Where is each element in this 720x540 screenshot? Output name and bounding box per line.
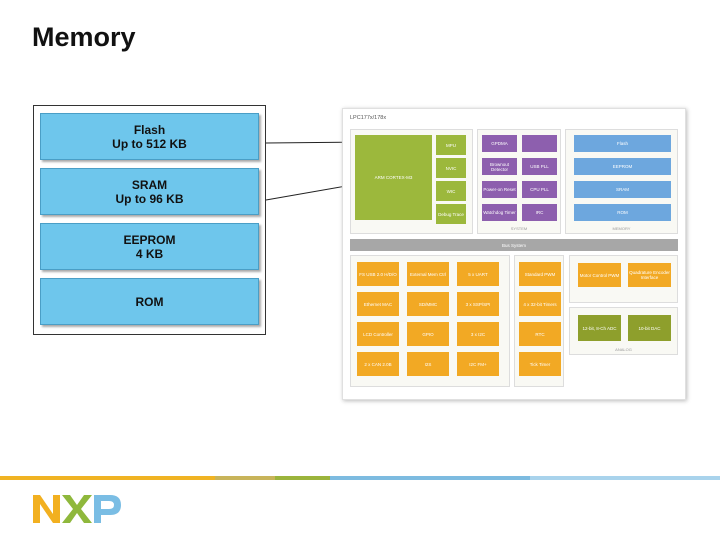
tick-timer-block: Tick Timer	[519, 352, 561, 376]
control-group: Motor Control PWM Quadrature Encoder Int…	[569, 255, 678, 303]
dac-block: 10-bit DAC	[628, 315, 671, 341]
sdmmc-block: SD/MMC	[407, 292, 449, 316]
system-block-1	[522, 135, 557, 152]
emc-block: External Mem Ctrl	[407, 262, 449, 286]
footer-stripe	[0, 476, 720, 480]
system-caption: SYSTEM	[510, 226, 528, 231]
stripe-segment-3	[275, 476, 330, 480]
flash-mini: Flash	[574, 135, 671, 152]
nxp-logo	[33, 495, 121, 523]
nvic-block: NVIC	[436, 158, 466, 178]
usb-pll-block: USB PLL	[522, 158, 557, 175]
flash-label: Flash	[133, 122, 166, 137]
cpu-pll-block: CPU PLL	[522, 181, 557, 198]
por-block: Power-on Reset	[482, 181, 517, 198]
debug-trace-block: Debug Trace	[436, 204, 466, 224]
gpio-block: GPIO	[407, 322, 449, 346]
timers-block: 4 x 32-bit Timers	[519, 292, 561, 316]
eeprom-size: 4 KB	[135, 246, 164, 261]
eeprom-block: EEPROM 4 KB	[40, 223, 259, 270]
rom-block: ROM	[40, 278, 259, 325]
rtc-block: RTC	[519, 322, 561, 346]
irc-block: IRC	[522, 204, 557, 221]
qei-block: Quadrature Encoder Interface	[628, 263, 671, 287]
ethernet-block: Ethernet MAC	[357, 292, 399, 316]
chip-block-diagram: LPC177x/178x ARM CORTEX-M3 MPU NVIC WIC …	[342, 108, 686, 400]
sram-label: SRAM	[131, 177, 168, 192]
sram-mini: SRAM	[574, 181, 671, 198]
rom-label: ROM	[135, 294, 164, 309]
i2c-fm-block: I2C FM+	[457, 352, 499, 376]
stripe-segment-2	[215, 476, 275, 480]
stripe-segment-4	[330, 476, 530, 480]
eeprom-mini: EEPROM	[574, 158, 671, 175]
connectivity-group: FS USB 2.0 H/D/O External Mem Ctrl 5 x U…	[350, 255, 510, 387]
pwm-block: Standard PWM	[519, 262, 561, 286]
memory-group: Flash EEPROM SRAM ROM MEMORY	[565, 129, 678, 234]
analog-caption: ANALOG	[615, 347, 632, 352]
ssp-block: 3 x SSP/SPI	[457, 292, 499, 316]
wic-block: WIC	[436, 181, 466, 201]
motor-pwm-block: Motor Control PWM	[578, 263, 621, 287]
can-block: 2 x CAN 2.0B	[357, 352, 399, 376]
watchdog-block: Watchdog Timer	[482, 204, 517, 221]
slide-title: Memory	[32, 22, 136, 52]
sram-block: SRAM Up to 96 KB	[40, 168, 259, 215]
eeprom-label: EEPROM	[123, 232, 176, 247]
memory-caption: MEMORY	[612, 226, 631, 231]
i2s-block: I2S	[407, 352, 449, 376]
stripe-segment-1	[0, 476, 215, 480]
i2c-block: 3 x I2C	[457, 322, 499, 346]
lcd-block: LCD Controller	[357, 322, 399, 346]
sram-size: Up to 96 KB	[115, 191, 184, 206]
bus-system: Bus System	[350, 239, 678, 251]
uart-block: 5 x UART	[457, 262, 499, 286]
rom-mini: ROM	[574, 204, 671, 221]
brownout-block: Brownout Detector	[482, 158, 517, 175]
timers-group: Standard PWM 4 x 32-bit Timers RTC Tick …	[514, 255, 564, 387]
cpu-core: ARM CORTEX-M3	[355, 135, 432, 220]
cpu-group: ARM CORTEX-M3 MPU NVIC WIC Debug Trace	[350, 129, 473, 234]
flash-block: Flash Up to 512 KB	[40, 113, 259, 160]
system-group: GPDMA Brownout Detector USB PLL Power-on…	[477, 129, 561, 234]
usb-block: FS USB 2.0 H/D/O	[357, 262, 399, 286]
stripe-segment-5	[530, 476, 720, 480]
adc-block: 12-bit, 8-Ch ADC	[578, 315, 621, 341]
memory-panel: Flash Up to 512 KB SRAM Up to 96 KB EEPR…	[33, 105, 266, 335]
analog-group: 12-bit, 8-Ch ADC 10-bit DAC ANALOG	[569, 307, 678, 355]
chip-title: LPC177x/178x	[350, 115, 387, 121]
gpdma-block: GPDMA	[482, 135, 517, 152]
flash-size: Up to 512 KB	[112, 136, 187, 151]
mpu-block: MPU	[436, 135, 466, 155]
